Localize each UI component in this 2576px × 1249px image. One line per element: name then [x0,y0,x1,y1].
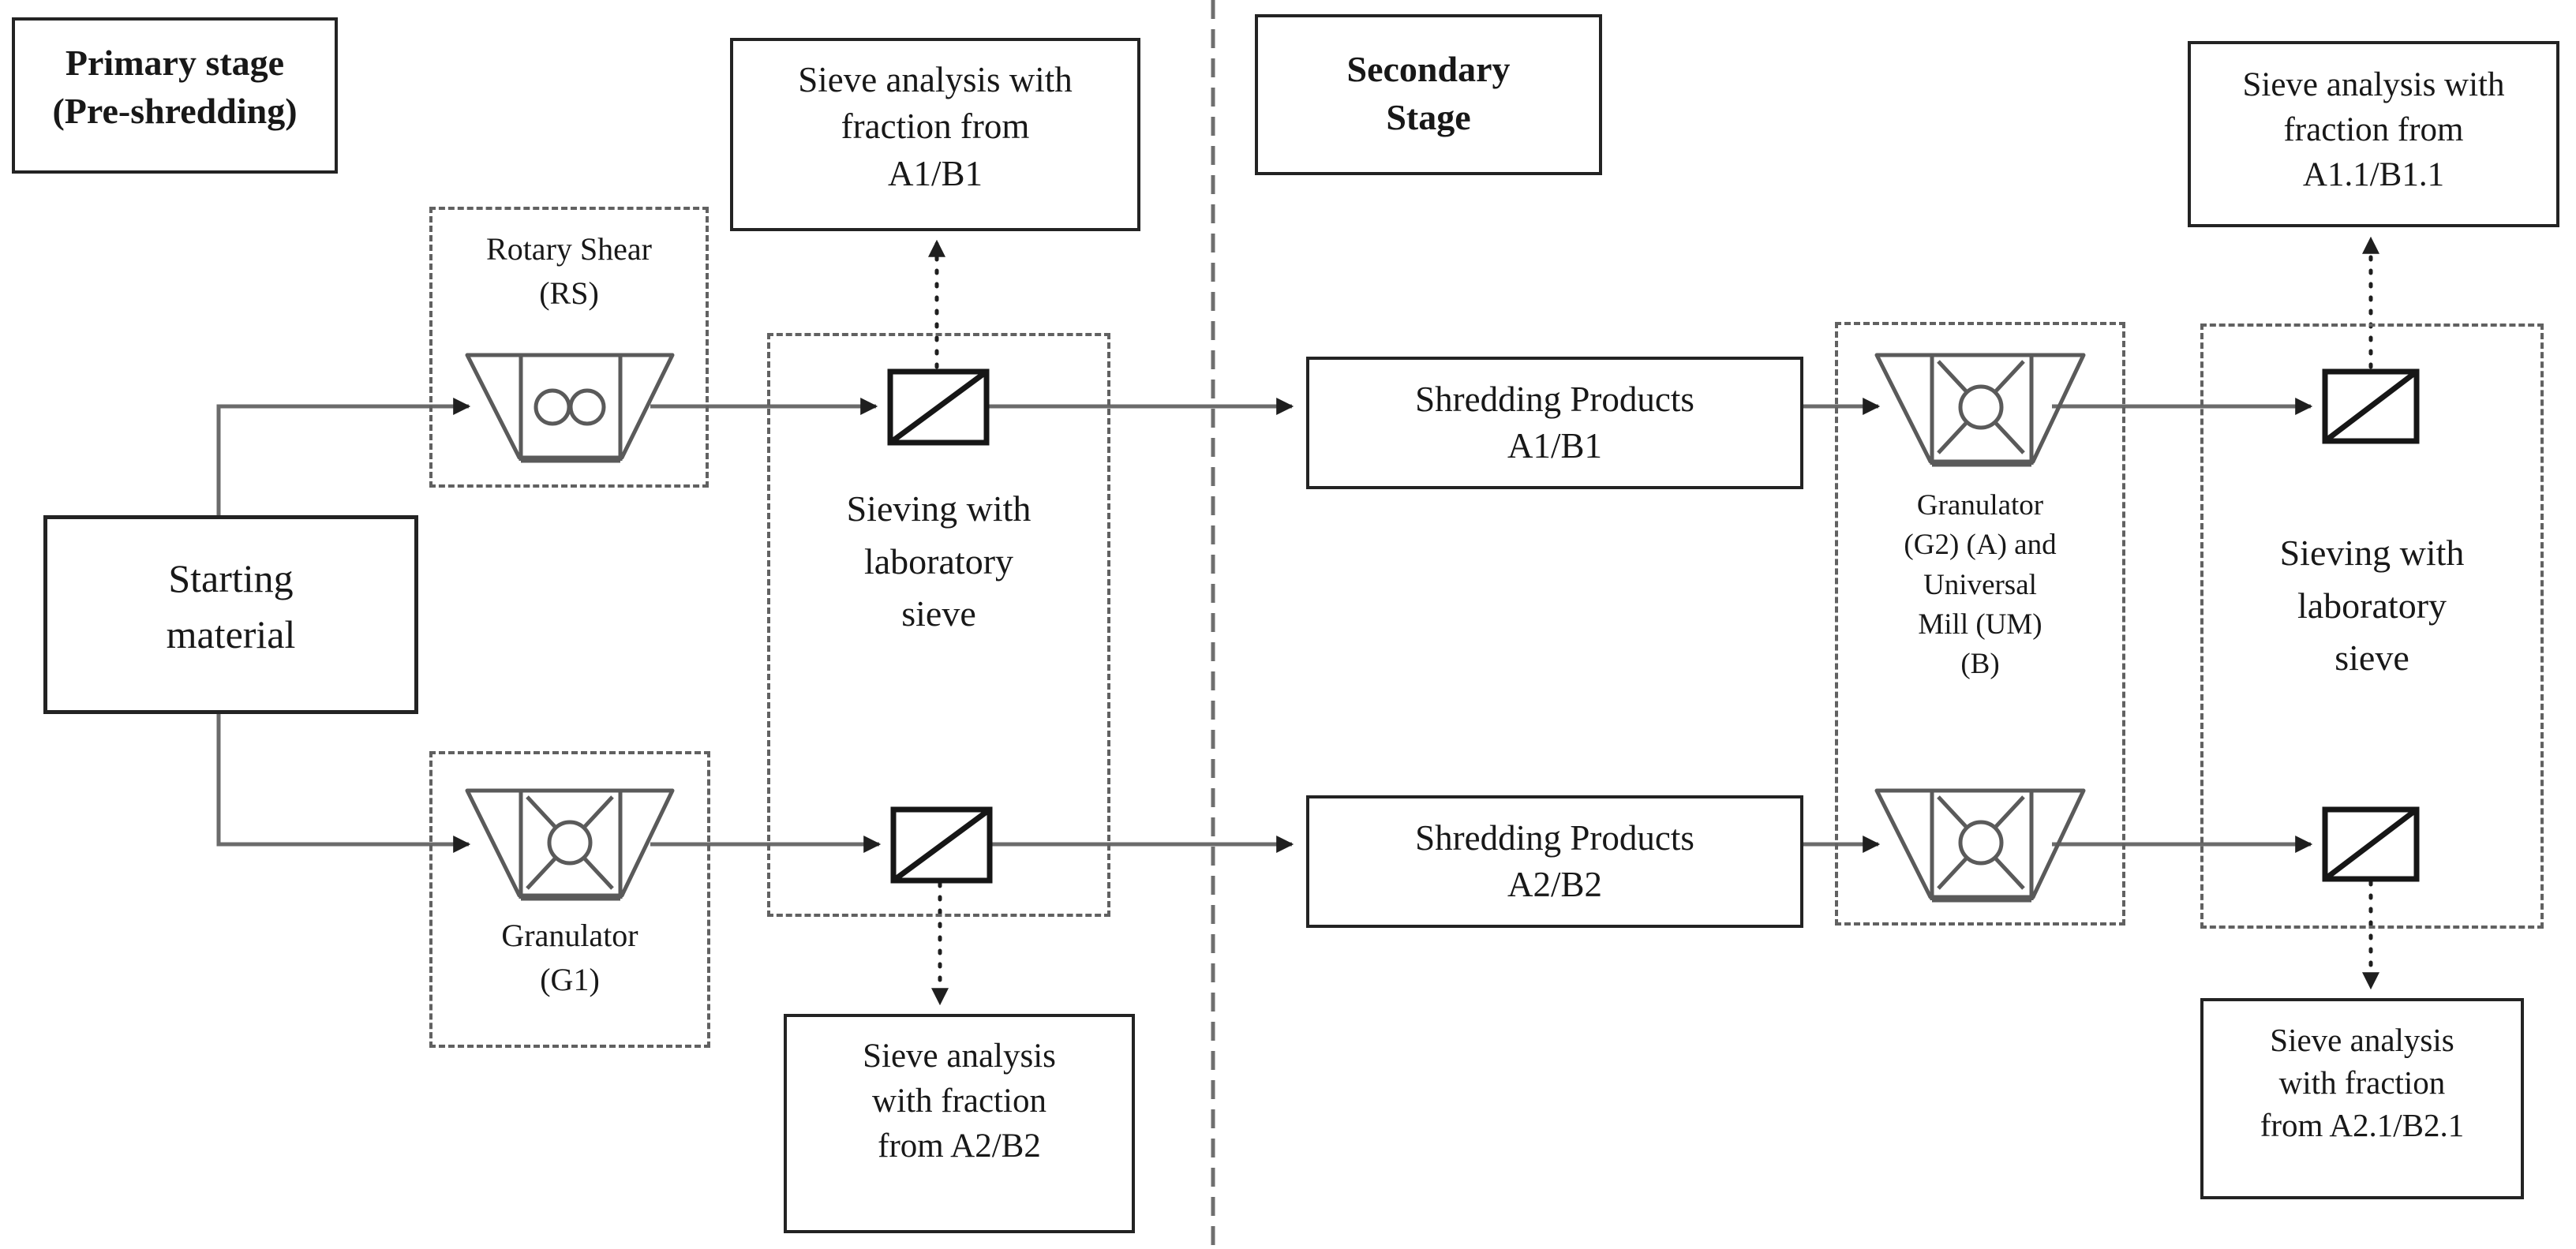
starting-material-label: Starting material [166,556,296,656]
arrow-starting-material-to-rotary-shear [216,397,471,515]
sieving-laboratory-sieve-right-label: Sieving with laboratory sieve [2279,533,2465,679]
rotary-shear-icon [465,353,675,463]
sieve-icon-3 [2322,368,2420,444]
primary-stage-label: Primary stage (Pre-shredding) [52,43,298,131]
sieve-analysis-a2b2-label: Sieve analysis with fraction from A2/B2 [863,1038,1056,1165]
sieving-group-box-secondary [2200,323,2544,929]
sieve-icon-2 [890,806,993,884]
granulator-g2-top-icon [1874,353,2086,467]
sieving-laboratory-sieve-left-label: Sieving with laboratory sieve [846,488,1032,634]
primary-stage-box: Primary stage (Pre-shredding) [12,17,338,174]
sieve-analysis-a2b2-box: Sieve analysis with fraction from A2/B2 [784,1014,1135,1233]
granulator-g1-label: Granulator (G1) [501,918,638,997]
sieve-analysis-a1b1-label: Sieve analysis with fraction from A1/B1 [798,60,1073,193]
rotary-shear-label: Rotary Shear (RS) [486,231,652,311]
shredding-products-a2b2-box: Shredding Products A2/B2 [1306,795,1803,928]
sieve-analysis-a21b21-label: Sieve analysis with fraction from A2.1/B… [2260,1022,2465,1144]
sieve-icon-4 [2322,806,2420,882]
secondary-stage-box: Secondary Stage [1255,14,1602,175]
shredding-products-a1b1-box: Shredding Products A1/B1 [1306,357,1803,489]
sieve-icon-1 [887,368,990,446]
granulator-g2-universal-mill-label: Granulator (G2) (A) and Universal Mill (… [1904,489,2057,681]
granulator-g2-group-box [1835,322,2125,926]
sieve-analysis-a11b11-label: Sieve analysis with fraction from A1.1/B… [2242,66,2505,193]
arrow-starting-material-to-granulator-g1 [216,714,471,854]
granulator-g2-bottom-icon [1874,788,2086,903]
sieve-analysis-a1b1-box: Sieve analysis with fraction from A1/B1 [730,38,1140,231]
sieve-analysis-a11b11-box: Sieve analysis with fraction from A1.1/B… [2188,41,2559,227]
granulator-g1-icon [465,788,675,901]
sieving-group-box-primary [767,333,1110,917]
rotary-shear-group-box [429,207,709,488]
secondary-stage-label: Secondary Stage [1346,49,1511,137]
sieve-analysis-a21b21-box: Sieve analysis with fraction from A2.1/B… [2200,998,2524,1199]
granulator-g1-group-box [429,751,710,1048]
shredding-products-a1b1-label: Shredding Products A1/B1 [1415,379,1694,466]
shredding-products-a2b2-label: Shredding Products A2/B2 [1415,817,1694,904]
starting-material-box: Starting material [43,515,418,714]
